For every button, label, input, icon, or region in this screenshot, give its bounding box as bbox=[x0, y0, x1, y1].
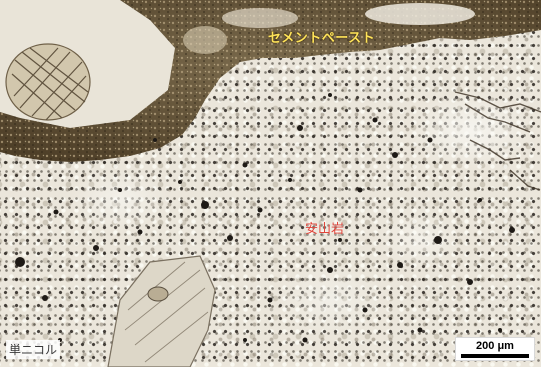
cement-paste-grain bbox=[0, 0, 541, 162]
paste-inclusion bbox=[365, 3, 475, 25]
nicol-mode-label: 単ニコル bbox=[6, 340, 61, 359]
scale-bar-line bbox=[461, 354, 529, 358]
scale-bar: 200 μm bbox=[455, 337, 535, 361]
cement-paste-label: セメントペースト bbox=[268, 31, 376, 46]
andesite-label: 安山岩 bbox=[305, 222, 345, 237]
paste-inclusion bbox=[222, 8, 298, 28]
rock-cracks bbox=[454, 91, 541, 191]
scale-bar-label: 200 μm bbox=[476, 340, 514, 352]
paste-inclusion bbox=[183, 26, 227, 54]
upper-left-crystal bbox=[5, 43, 91, 121]
